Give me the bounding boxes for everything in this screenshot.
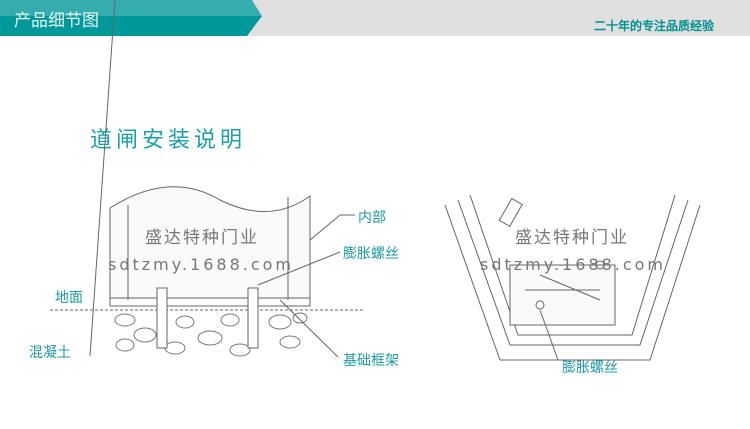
header-slogan: 二十年的专注品质经验 bbox=[593, 19, 714, 33]
right-diagram bbox=[444, 194, 701, 361]
left-watermark-url: sdtzmy.1688.com bbox=[108, 255, 294, 274]
label-concrete: 混凝土 bbox=[29, 345, 71, 361]
label-foundation-frame: 基础框架 bbox=[343, 353, 399, 369]
concrete-stones bbox=[114, 312, 308, 357]
header-bar: 产品细节图 二十年的专注品质经验 bbox=[0, 0, 750, 36]
right-watermark-name: 盛达特种门业 bbox=[515, 228, 629, 248]
header-tab bbox=[0, 0, 262, 36]
right-label-expansion-bolt: 膨胀螺丝 bbox=[562, 360, 618, 376]
page-title: 道闸安装说明 bbox=[90, 128, 247, 153]
label-expansion-bolt: 膨胀螺丝 bbox=[343, 246, 399, 262]
right-watermark-url: sdtzmy.1688.com bbox=[480, 255, 666, 274]
label-inner: 内部 bbox=[358, 210, 386, 226]
header-title: 产品细节图 bbox=[14, 11, 99, 31]
label-ground: 地面 bbox=[55, 290, 83, 306]
left-diagram bbox=[50, 0, 365, 358]
left-watermark-name: 盛达特种门业 bbox=[145, 228, 259, 248]
